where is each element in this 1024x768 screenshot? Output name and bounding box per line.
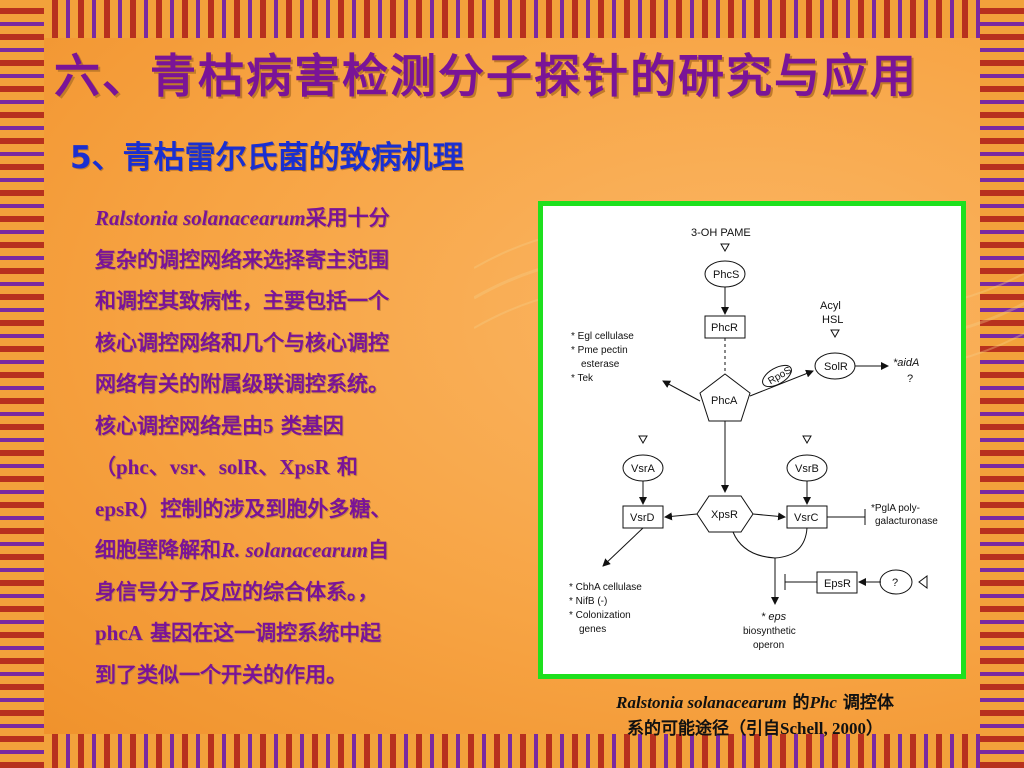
body-line-7: （phc、vsr、solR、XpsR 和 bbox=[95, 447, 505, 489]
body-line-1: Ralstonia solanacearum采用十分 bbox=[95, 198, 505, 240]
body-text-span: 和 bbox=[329, 455, 358, 479]
caption-text-span: 系的可能途径（引自 bbox=[627, 719, 781, 739]
gene-name: Phc bbox=[809, 693, 837, 712]
arrow-phca-left-list bbox=[662, 380, 701, 402]
unknown-triangle bbox=[918, 575, 928, 589]
label-hsl: HSL bbox=[822, 314, 843, 326]
node-unknown bbox=[879, 569, 913, 595]
signal-triangle bbox=[720, 243, 730, 253]
body-line-12: 到了类似一个开关的作用。 bbox=[95, 662, 347, 687]
label-acyl: Acyl bbox=[820, 300, 841, 312]
node-label-vsrc: VsrC bbox=[794, 512, 819, 524]
caption-line-2: 系的可能途径（引自Schell, 2000） bbox=[560, 716, 950, 742]
body-text-span: 、 bbox=[258, 455, 280, 479]
gene-name: phc bbox=[116, 455, 149, 479]
body-text-span: 核心调控网络是由 bbox=[95, 413, 263, 438]
species-name: R. solanacearum bbox=[221, 538, 369, 562]
node-label-phcs: PhcS bbox=[713, 269, 739, 281]
arrow-xpsr-vsrc bbox=[752, 512, 786, 521]
bottom-list-item: * Colonization bbox=[569, 610, 631, 621]
hsl-triangle bbox=[830, 329, 840, 339]
node-label-phca: PhcA bbox=[711, 395, 738, 407]
vsra-triangle bbox=[638, 435, 648, 445]
node-label-solr: SolR bbox=[824, 361, 848, 373]
vsrb-triangle bbox=[802, 435, 812, 445]
decorative-border-bottom bbox=[0, 734, 1024, 768]
body-text-span: ）控制的涉及到胞外多糖、 bbox=[139, 496, 392, 521]
regulatory-network-figure: 3-OH PAME PhcS PhcR PhcA Acyl HSL SolR *… bbox=[538, 201, 966, 679]
body-line-6: 核心调控网络是由5 类基因 bbox=[95, 406, 505, 448]
species-name: Ralstonia solanacearum bbox=[95, 206, 306, 230]
label-eps-biosynthetic: biosynthetic bbox=[743, 626, 796, 637]
caption-text-span: ） bbox=[865, 719, 883, 739]
gene-name: XpsR bbox=[279, 455, 330, 479]
body-line-10: 身信号分子反应的综合体系。， bbox=[95, 579, 379, 604]
decorative-border-right bbox=[980, 0, 1024, 768]
body-line-11: phcA 基因在这一调控系统中起 bbox=[95, 613, 505, 655]
body-text-span: 、 bbox=[197, 455, 219, 479]
label-eps-operon: operon bbox=[753, 640, 784, 651]
arrow-xpsr-vsrd bbox=[664, 512, 698, 521]
body-line-2: 复杂的调控网络来选择寄主范围 bbox=[95, 247, 389, 272]
slide-title: 六、青枯病害检测分子探针的研究与应用 bbox=[54, 49, 918, 103]
body-text-span: 细胞壁降解和 bbox=[95, 538, 221, 562]
figure-caption: Ralstonia solanacearum 的Phc 调控体 系的可能途径（引… bbox=[560, 690, 950, 742]
left-list-item: esterase bbox=[581, 359, 620, 370]
body-line-3: 和调控其致病性，主要包括一个 bbox=[95, 289, 389, 313]
body-text-span: 类基因 bbox=[273, 413, 344, 438]
caption-text-span: 调控体 bbox=[836, 693, 894, 713]
bottom-list-item: * CbhA cellulase bbox=[569, 582, 642, 593]
body-paragraph: Ralstonia solanacearum采用十分 复杂的调控网络来选择寄主范… bbox=[95, 198, 505, 696]
label-eps: * eps bbox=[761, 611, 787, 623]
node-rpos bbox=[762, 364, 792, 388]
body-text-span: 、 bbox=[148, 455, 170, 479]
node-label-vsrd: VsrD bbox=[630, 512, 655, 524]
body-line-4: 核心调控网络和几个与核心调控 bbox=[95, 330, 389, 355]
signal-label-3oh-pame: 3-OH PAME bbox=[691, 227, 751, 239]
decorative-border-left bbox=[0, 0, 44, 768]
body-text-span: 采用十分 bbox=[305, 206, 390, 230]
node-label-xpsr: XpsR bbox=[711, 509, 738, 521]
decorative-border-top bbox=[0, 0, 1024, 38]
body-line-5: 网络有关的附属级联调控系统。 bbox=[95, 372, 389, 396]
caption-text-span: 的 bbox=[786, 693, 810, 713]
body-text-span: （ bbox=[95, 455, 116, 479]
body-text-span: 基因在这一调控系统中起 bbox=[142, 621, 382, 645]
caption-line-1: Ralstonia solanacearum 的Phc 调控体 bbox=[560, 690, 950, 716]
node-label-epsr: EpsR bbox=[824, 578, 851, 590]
merge-curve bbox=[732, 527, 808, 559]
body-line-8: epsR）控制的涉及到胞外多糖、 bbox=[95, 489, 505, 531]
gene-name: vsr bbox=[169, 455, 198, 479]
body-text-span: 5 bbox=[263, 413, 274, 438]
label-pgla-2: galacturonase bbox=[875, 516, 938, 527]
gene-name: solR bbox=[218, 455, 259, 479]
body-line-9: 细胞壁降解和R. solanacearum自 bbox=[95, 530, 505, 572]
label-question-1: ? bbox=[907, 373, 913, 385]
citation: Schell, 2000 bbox=[780, 719, 866, 738]
node-label-vsrb: VsrB bbox=[795, 463, 819, 475]
arrow-vsrd-bottom-list bbox=[602, 527, 644, 567]
left-list-item: * Pme pectin bbox=[571, 345, 628, 356]
left-list-item: * Tek bbox=[571, 373, 594, 384]
network-diagram: 3-OH PAME PhcS PhcR PhcA Acyl HSL SolR *… bbox=[569, 227, 938, 651]
slide-subtitle: 5、青枯雷尔氏菌的致病机理 bbox=[70, 140, 464, 176]
body-text-span: 自 bbox=[368, 538, 390, 562]
species-name: Ralstonia solanacearum bbox=[616, 693, 787, 712]
bottom-list-item: * NifB (-) bbox=[569, 596, 607, 607]
node-label-phcr: PhcR bbox=[711, 322, 738, 334]
gene-name: phcA bbox=[95, 621, 143, 645]
arrow-phca-solr bbox=[749, 369, 814, 397]
node-label-vsra: VsrA bbox=[631, 463, 656, 475]
node-epsr bbox=[816, 571, 858, 594]
left-list-item: * Egl cellulase bbox=[571, 331, 634, 342]
label-pgla-1: *PglA poly- bbox=[871, 503, 920, 514]
bottom-list-item: genes bbox=[579, 624, 606, 635]
label-aida: *aidA bbox=[893, 357, 919, 369]
gene-name: epsR bbox=[95, 496, 140, 521]
label-question-2: ? bbox=[892, 577, 898, 589]
